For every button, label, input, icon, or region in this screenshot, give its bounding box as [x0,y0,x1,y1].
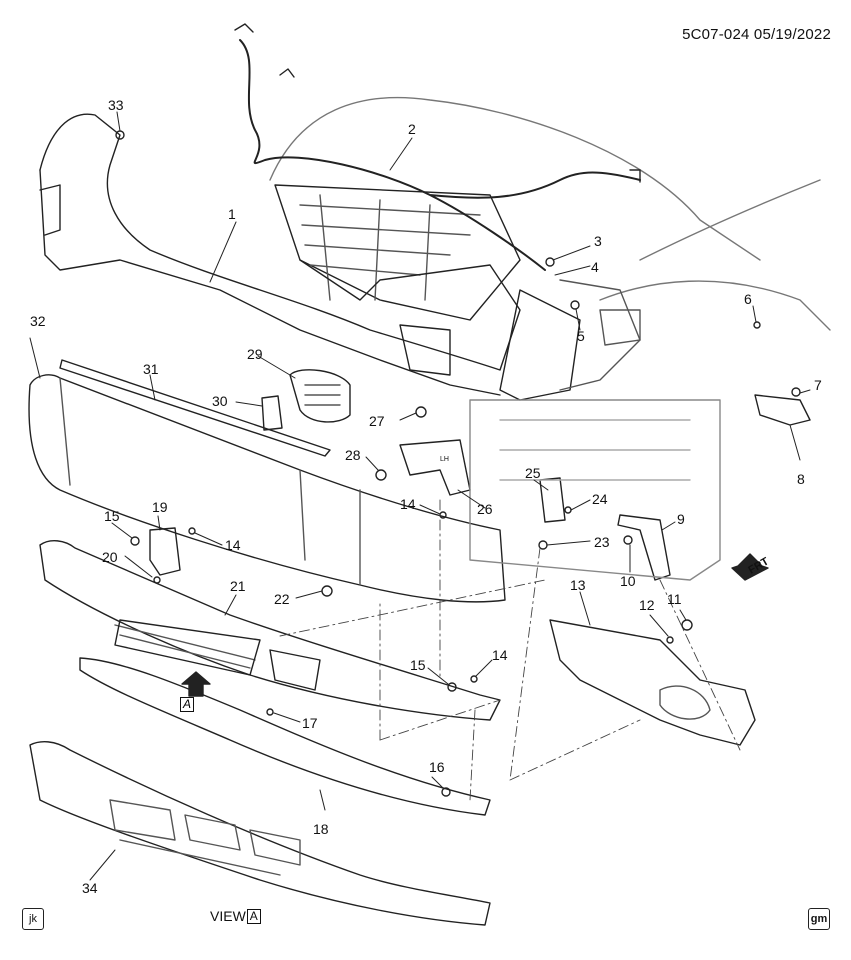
callout-9: 9 [677,511,685,527]
fastener-14b [188,527,196,535]
fastener-17 [266,708,274,716]
fender-outline [639,179,821,261]
callout-20: 20 [102,549,118,565]
fastener-11 [681,619,693,631]
callout-24: 24 [592,491,608,507]
callout-11: 11 [667,591,682,607]
view-a-marker: A [180,697,195,712]
fastener-7 [791,387,801,397]
view-a-text: VIEW [210,908,246,924]
lh-label: LH [440,456,449,463]
fastener-6 [753,321,761,329]
fastener-10 [623,535,633,545]
fog-lamp-insert [261,395,283,431]
bracket-19 [149,527,181,576]
view-a-caption: VIEW A [210,908,261,924]
corner-mark-left: jk [22,908,44,930]
fastener-22 [321,585,333,597]
callout-21: 21 [230,578,246,594]
callout-10: 10 [620,573,636,589]
view-a-box: A [246,908,261,924]
fastener-27 [415,406,427,418]
callout-34: 34 [82,880,98,896]
callout-17: 17 [302,715,318,731]
callout-32: 32 [30,313,46,329]
callout-26: 26 [477,501,493,517]
callout-19: 19 [152,499,168,515]
callout-15b: 15 [410,657,426,673]
callout-6: 6 [744,291,752,307]
body-line [599,280,831,331]
fastener-15b [447,682,457,692]
fastener-28 [375,469,387,481]
fog-lamp-bezel [289,369,351,423]
bracket-9 [617,514,671,581]
callout-30: 30 [212,393,228,409]
front-fascia [39,113,521,371]
front-direction-arrow [731,553,769,581]
fastener-5 [570,300,580,310]
callout-7: 7 [814,377,822,393]
callout-12: 12 [639,597,655,613]
callout-14c: 14 [492,647,508,663]
callout-27: 27 [369,413,385,429]
callout-28: 28 [345,447,361,463]
callout-14b: 14 [225,537,241,553]
lower-trim [79,657,491,816]
bracket-26 [399,439,471,496]
callout-15a: 15 [104,508,120,524]
view-a-arrow [181,671,211,697]
diagram-code: 5C07-024 05/19/2022 [682,26,831,43]
corner-mark-right: gm [808,908,830,930]
callout-14a: 14 [400,496,416,512]
callout-13: 13 [570,577,586,593]
bumper-strip [59,359,331,457]
fastener-24 [564,506,572,514]
callout-5: 5 [577,328,585,344]
callout-16: 16 [429,759,445,775]
fastener-15a [130,536,140,546]
fastener-16 [441,787,451,797]
callout-18: 18 [313,821,329,837]
callout-4: 4 [591,259,599,275]
skid-plate [29,741,491,926]
callout-3: 3 [594,233,602,249]
fastener-14c [470,675,478,683]
bracket-13 [549,619,756,746]
callout-1: 1 [228,206,236,222]
callout-31: 31 [143,361,159,377]
fastener-3 [545,257,555,267]
fastener-20 [153,576,161,584]
callout-22: 22 [274,591,290,607]
sensor-8 [754,394,811,426]
callout-29: 29 [247,346,263,362]
callout-25: 25 [525,465,541,481]
lower-air-deflector [39,540,501,721]
front-bumper [28,374,506,603]
wiring-harness [239,39,641,271]
callout-8: 8 [797,471,805,487]
callout-2: 2 [408,121,416,137]
fastener-12 [666,636,674,644]
callout-23: 23 [594,534,610,550]
bracket-25 [539,477,566,523]
hood-outline [269,96,761,261]
callout-33: 33 [108,97,124,113]
